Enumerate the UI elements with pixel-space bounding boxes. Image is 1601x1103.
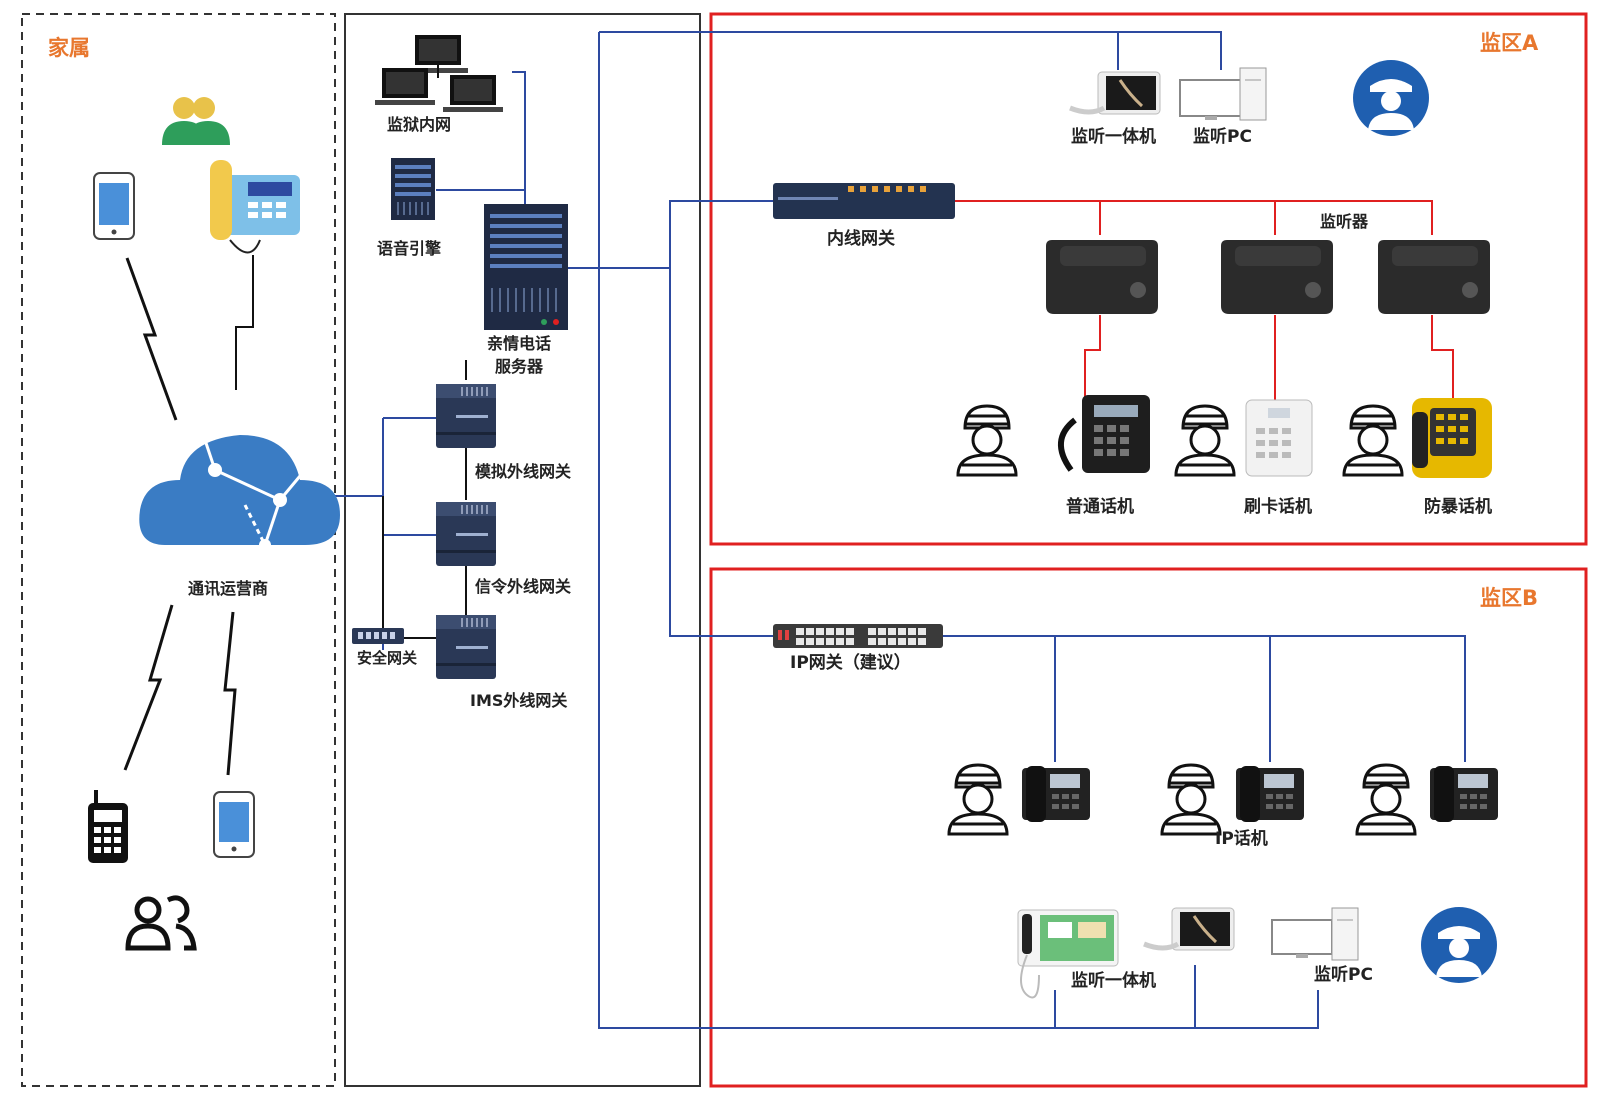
- family-people-icon: [162, 97, 230, 145]
- server-zone: [344, 13, 701, 1087]
- ip-phone-1-icon: [1022, 766, 1090, 822]
- security-gateway-label: 安全网关: [357, 649, 417, 667]
- ip-phone-3-icon: [1430, 766, 1498, 822]
- inmate-b2-icon: [1160, 763, 1222, 836]
- listener-label: 监听器: [1320, 212, 1369, 231]
- tablet-phone-icon: [213, 791, 255, 858]
- prison-intranet-label: 监狱内网: [387, 115, 451, 134]
- card-phone-icon: [1245, 399, 1313, 477]
- computers-icon: [375, 35, 503, 112]
- monitor-pc-a-label: 监听PC: [1193, 126, 1252, 147]
- signaling-gateway-label: 信令外线网关: [475, 577, 571, 596]
- desk-phone-icon: [210, 160, 300, 254]
- inmate-a1-icon: [956, 404, 1018, 477]
- listener-device-1-icon: [1046, 240, 1158, 314]
- ip-phone-label: IP话机: [1215, 828, 1268, 849]
- ip-phone-2-icon: [1236, 766, 1304, 822]
- riot-phone-label: 防暴话机: [1424, 496, 1492, 517]
- inmate-a3-icon: [1342, 404, 1404, 477]
- server-label-line1: 亲情电话: [487, 334, 551, 353]
- voice-engine-icon: [391, 158, 435, 220]
- monitor-allinone-a-label: 监听一体机: [1071, 126, 1156, 147]
- family-phone-server-icon: [484, 204, 568, 330]
- area-a-zone: [709, 12, 1588, 546]
- listener-device-2-icon: [1221, 240, 1333, 314]
- inmate-a2-icon: [1174, 404, 1236, 477]
- family-zone: [21, 13, 336, 1087]
- monitor-pc-b-label: 监听PC: [1314, 964, 1373, 985]
- inner-gateway-icon: [773, 183, 955, 219]
- ims-gateway-icon: [436, 615, 496, 679]
- card-phone-label: 刷卡话机: [1244, 496, 1312, 517]
- area-b-title: 监区B: [1480, 586, 1538, 610]
- cloud-icon: [139, 435, 340, 551]
- users-outline-icon: [125, 895, 197, 951]
- monitor-pc-b-icon: [1271, 907, 1359, 961]
- police-a-icon: [1353, 60, 1429, 136]
- inmate-b3-icon: [1355, 763, 1417, 836]
- ip-gateway-label: IP网关（建议）: [790, 652, 911, 673]
- area-a-title: 监区A: [1480, 31, 1539, 55]
- family-zone-title: 家属: [48, 36, 90, 60]
- analog-gateway-icon: [436, 384, 496, 448]
- voice-engine-label: 语音引擎: [377, 239, 442, 258]
- monitor-pc-a-icon: [1179, 67, 1267, 121]
- carrier-label: 通讯运营商: [188, 579, 268, 598]
- smartphone-icon: [93, 172, 135, 240]
- monitor-allinone-a-icon: [1069, 71, 1161, 115]
- normal-phone-label: 普通话机: [1066, 496, 1134, 517]
- monitor-allinone-b-label: 监听一体机: [1071, 970, 1156, 991]
- security-gateway-icon: [352, 628, 404, 644]
- wireless-links: [123, 257, 237, 776]
- signaling-gateway-icon: [436, 502, 496, 566]
- police-b-icon: [1421, 907, 1497, 983]
- inmate-b1-icon: [947, 763, 1009, 836]
- monitor-allinone-b-icon: [1143, 907, 1235, 951]
- server-label-line2: 服务器: [495, 357, 544, 376]
- riot-phone-icon: [1412, 398, 1492, 478]
- ip-gateway-icon: [773, 624, 943, 648]
- area-b-zone: [709, 567, 1588, 1088]
- ims-gateway-label: IMS外线网关: [470, 691, 567, 710]
- feature-phone-icon: [88, 790, 128, 863]
- listener-device-3-icon: [1378, 240, 1490, 314]
- normal-phone-icon: [1058, 395, 1150, 473]
- blue-links: [325, 31, 1466, 1029]
- inner-gateway-label: 内线网关: [827, 228, 895, 249]
- red-links: [955, 200, 1454, 400]
- wall-terminal-b-icon: [1017, 909, 1119, 999]
- analog-gateway-label: 模拟外线网关: [475, 462, 571, 481]
